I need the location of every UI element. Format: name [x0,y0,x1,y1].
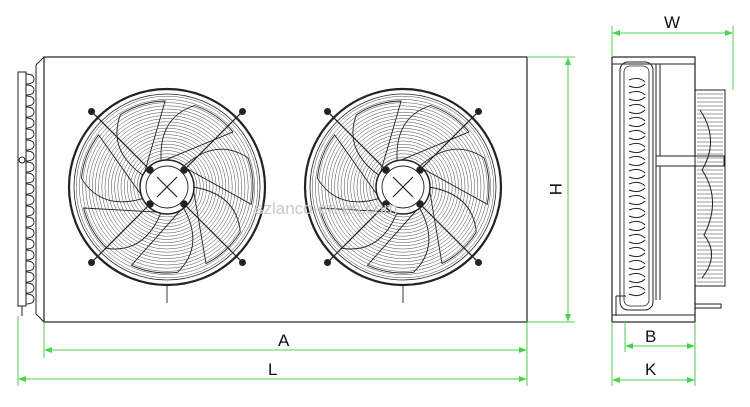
coil-tube-slots [628,77,646,297]
dimension-label-b: B [645,327,656,346]
dimension-h: H [527,56,575,323]
dimension-label-a: A [278,331,290,350]
dimension-label-h: H [546,183,565,195]
header-port [18,156,26,164]
front-view: szlanco-en.en.com [17,56,528,323]
coil-bends [25,73,35,305]
fan-right [303,87,503,303]
dimension-k: K [611,322,696,386]
dimension-a: A [43,322,528,358]
dimension-w: W [611,13,734,90]
dimension-l: L [17,316,528,386]
dimension-label-w: W [664,13,680,32]
watermark-text: szlanco-en.en.com [255,199,398,218]
fan-guard-profile [697,93,723,283]
dimension-b: B [624,322,696,352]
dimension-label-l: L [268,360,277,379]
side-view [611,56,726,323]
coil-header [17,71,35,316]
casing-panel [43,56,528,323]
fan-left [67,87,267,303]
dimension-label-k: K [645,360,657,379]
